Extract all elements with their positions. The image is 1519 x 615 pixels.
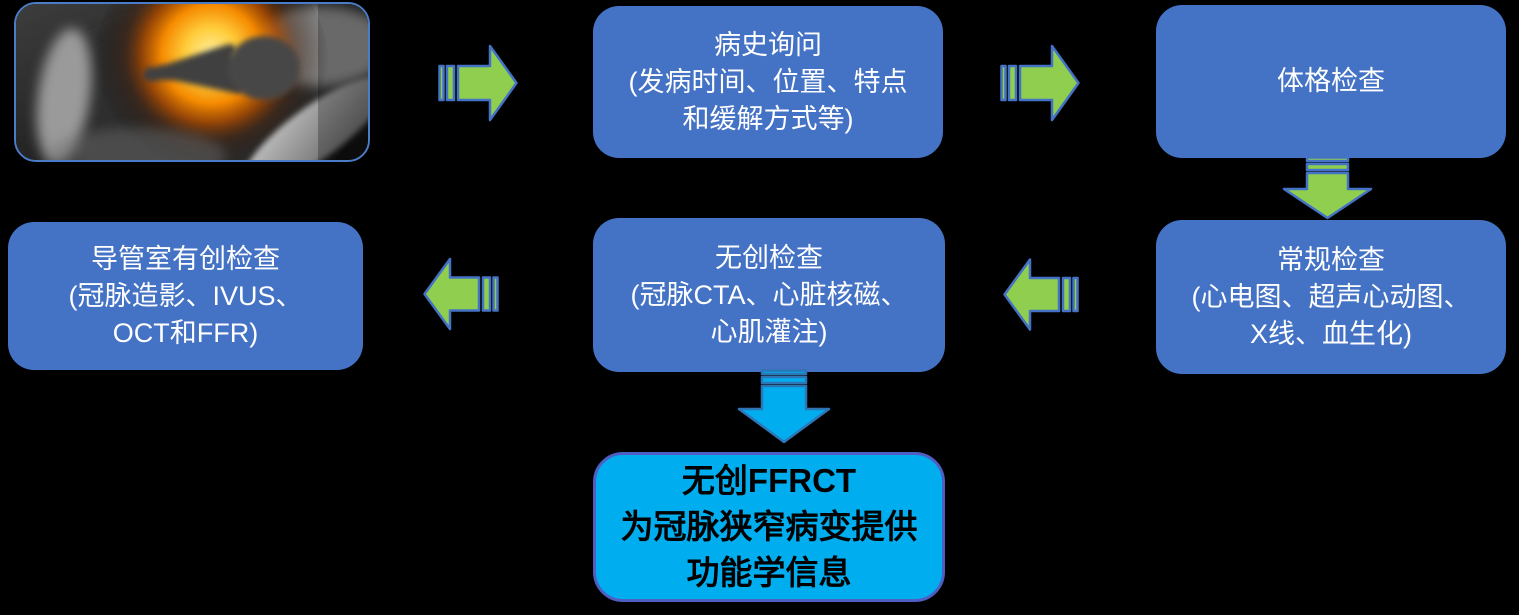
left-arm <box>36 28 92 160</box>
arrow-down-cyan-icon <box>737 369 831 445</box>
arrow-left-icon <box>1002 256 1079 333</box>
box-text-line: 病史询问 <box>714 29 822 60</box>
chest-pain-illustration <box>16 4 368 160</box>
arrow-down-icon <box>1282 156 1373 220</box>
forearm <box>243 76 368 160</box>
box-text-line: 为冠脉狭窄病变提供 <box>620 508 918 545</box>
box-text-line: (发病时间、位置、特点 <box>628 66 908 97</box>
history-inquiry-box: 病史询问 (发病时间、位置、特点 和缓解方式等) <box>593 6 943 158</box>
belly-highlight <box>46 128 226 160</box>
arrow-left-icon <box>422 255 499 333</box>
cathlab-invasive-box: 导管室有创检查 (冠脉造影、IVUS、 OCT和FFR) <box>8 222 363 370</box>
ffrct-highlight-box: 无创FFRCT 为冠脉狭窄病变提供 功能学信息 <box>593 452 945 602</box>
box-text-line: (冠脉造影、IVUS、 <box>68 280 303 311</box>
box-text-line: X线、血生化) <box>1250 318 1412 349</box>
edge-vignette <box>318 4 368 160</box>
arrow-right-icon <box>438 42 520 124</box>
routine-tests-box: 常规检查 (心电图、超声心动图、 X线、血生化) <box>1156 220 1506 374</box>
box-text-line: 导管室有创检查 <box>91 243 280 274</box>
box-text-line: 和缓解方式等) <box>682 103 854 134</box>
physical-exam-box: 体格检查 <box>1156 5 1506 158</box>
box-text-line: (冠脉CTA、心脏核磁、 <box>630 279 908 310</box>
chest-pain-image <box>14 2 370 162</box>
box-text-line: OCT和FFR) <box>112 317 259 348</box>
box-text-line: 无创FFRCT <box>681 462 857 499</box>
noninvasive-tests-box: 无创检查 (冠脉CTA、心脏核磁、 心肌灌注) <box>593 218 945 372</box>
box-text-line: 常规检查 <box>1277 244 1385 275</box>
arrow-right-icon <box>1000 42 1082 124</box>
box-text-line: 无创检查 <box>715 242 823 273</box>
hand-fingers <box>142 44 245 94</box>
hand-palm <box>228 36 300 100</box>
box-text-line: (心电图、超声心动图、 <box>1191 281 1471 312</box>
box-text-line: 体格检查 <box>1277 66 1385 96</box>
box-text-line: 心肌灌注) <box>710 316 828 347</box>
box-text-line: 功能学信息 <box>686 554 852 591</box>
